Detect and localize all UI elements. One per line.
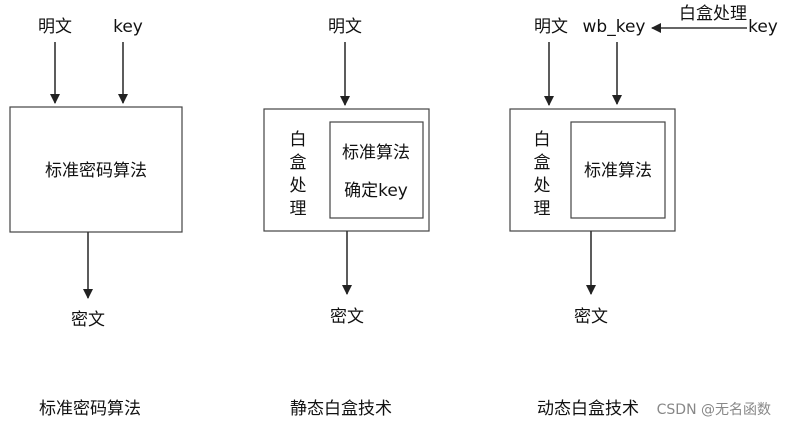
- inner-algorithm-box: [329, 121, 424, 219]
- wb-key-label: wb_key: [583, 17, 646, 37]
- whitebox-char-4: 理: [290, 199, 307, 219]
- key-label: key: [748, 17, 778, 37]
- standard-algorithm-label: 标准密码算法: [45, 161, 147, 181]
- key-label: key: [113, 17, 143, 37]
- inner-algorithm-box: [570, 121, 666, 219]
- whitebox-char-2: 盒: [534, 153, 551, 173]
- caption-dynamic: 动态白盒技术: [537, 399, 639, 419]
- caption-standard: 标准密码算法: [39, 399, 141, 419]
- ciphertext-label: 密文: [71, 310, 105, 330]
- whitebox-char-2: 盒: [290, 153, 307, 173]
- whitebox-char-3: 处: [534, 176, 551, 196]
- whitebox-char-1: 白: [290, 130, 307, 150]
- dynamic-whitebox-diagram: 白盒处理 明文 wb_key key 白 盒 处 理 标准算法 密文 动态白盒技…: [509, 4, 778, 419]
- whitebox-process-label: 白盒处理: [679, 4, 747, 24]
- plaintext-label: 明文: [328, 17, 362, 37]
- plaintext-label: 明文: [534, 17, 568, 37]
- whitebox-char-1: 白: [534, 130, 551, 150]
- static-whitebox-diagram: 明文 白 盒 处 理 标准算法 确定key 密文 静态白盒技术: [263, 17, 430, 419]
- caption-static: 静态白盒技术: [290, 399, 392, 419]
- inner-algorithm-label: 标准算法: [584, 161, 652, 181]
- ciphertext-label: 密文: [330, 307, 364, 327]
- inner-algorithm-label: 标准算法: [342, 143, 410, 163]
- ciphertext-label: 密文: [574, 307, 608, 327]
- fixed-key-label: 确定key: [344, 181, 408, 201]
- standard-algorithm-box: [9, 106, 183, 233]
- whitebox-char-4: 理: [534, 199, 551, 219]
- whitebox-char-3: 处: [290, 176, 307, 196]
- standard-algorithm-diagram: 明文 key 标准密码算法 密文 标准密码算法: [9, 17, 183, 419]
- watermark-text: CSDN @无名函数: [657, 402, 771, 418]
- plaintext-label: 明文: [38, 17, 72, 37]
